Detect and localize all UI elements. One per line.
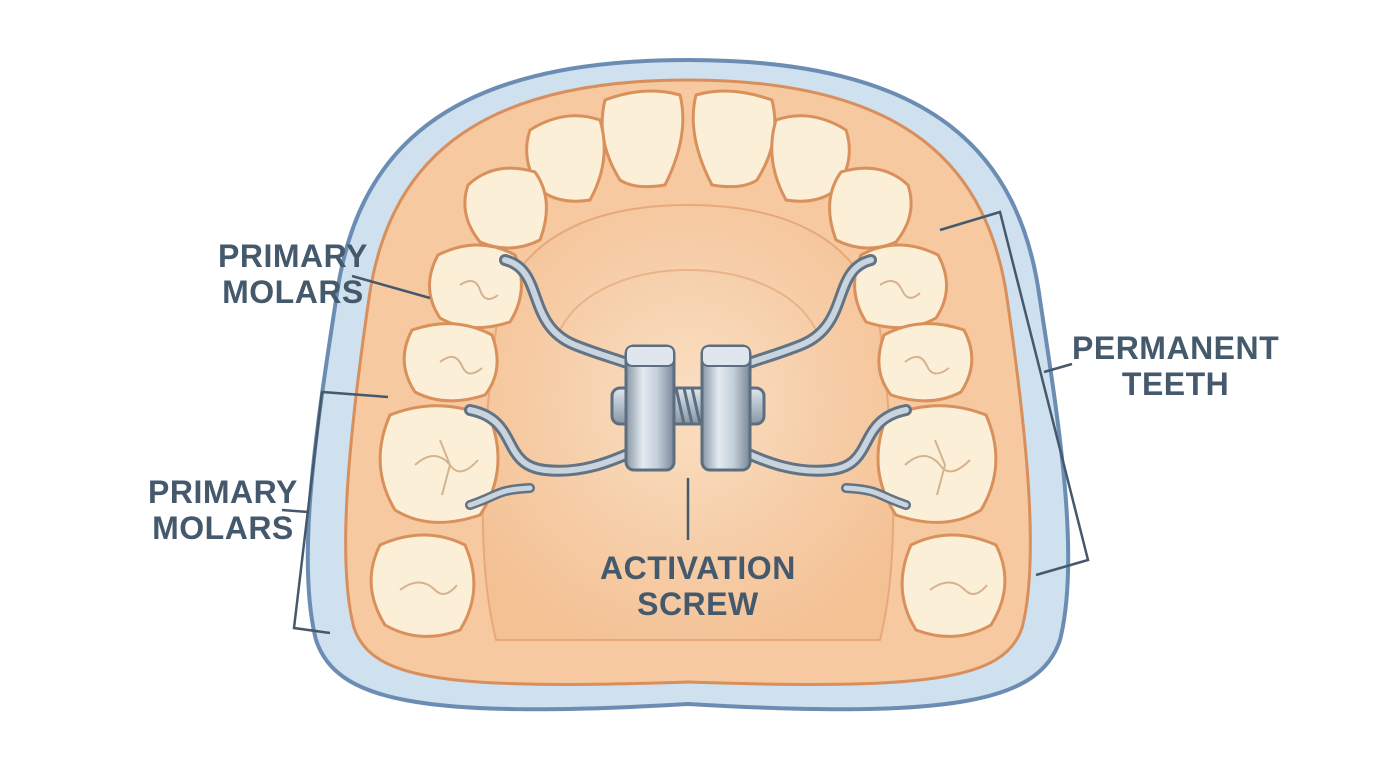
- label-line: MOLARS: [222, 274, 364, 310]
- label-primary-molars-upper: PRIMARY MOLARS: [218, 238, 368, 310]
- bracket-primary-molars-lower: [292, 390, 389, 635]
- bracket-permanent-teeth: [939, 210, 1090, 577]
- label-activation-screw: ACTIVATION SCREW: [600, 550, 796, 622]
- callout-lines: [281, 210, 1090, 635]
- tooth: [828, 166, 913, 250]
- label-primary-molars-lower: PRIMARY MOLARS: [148, 474, 298, 546]
- label-line: ACTIVATION: [600, 550, 796, 586]
- label-line: PRIMARY: [218, 238, 368, 274]
- tooth: [691, 89, 777, 189]
- label-line: SCREW: [637, 586, 759, 622]
- tooth-fissures: [399, 280, 988, 595]
- right-teeth: [853, 243, 1007, 638]
- left-teeth: [369, 243, 523, 638]
- expander-wires: [464, 254, 912, 510]
- tooth: [369, 533, 476, 638]
- label-line: PERMANENT: [1072, 330, 1280, 366]
- front-teeth: [463, 89, 913, 250]
- leader-primary-molars-upper: [351, 274, 431, 300]
- tooth: [428, 243, 523, 330]
- label-line: MOLARS: [152, 510, 294, 546]
- tooth: [378, 404, 500, 524]
- palate-ridge: [559, 269, 817, 331]
- activation-screw-device: [610, 344, 766, 472]
- tooth: [600, 89, 685, 189]
- tooth: [463, 166, 548, 250]
- label-permanent-teeth: PERMANENT TEETH: [1072, 330, 1279, 402]
- tooth: [876, 404, 998, 524]
- tooth: [402, 322, 499, 403]
- label-line: PRIMARY: [148, 474, 298, 510]
- label-line: TEETH: [1121, 366, 1230, 402]
- tooth: [900, 533, 1007, 638]
- screw-thread: [674, 387, 702, 425]
